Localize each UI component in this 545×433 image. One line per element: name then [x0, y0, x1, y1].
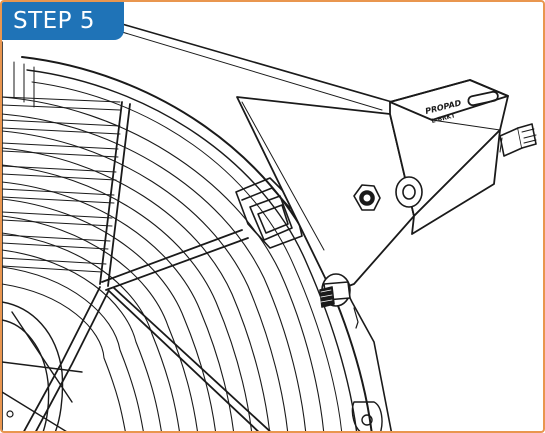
guard-spokes — [23, 101, 271, 431]
fan-blades — [2, 301, 83, 431]
grille-rungs — [2, 61, 121, 273]
step-badge: STEP 5 — [2, 2, 124, 40]
shroud-stud-bolt — [319, 273, 359, 329]
l-bracket — [236, 79, 509, 293]
bracket-bolt — [499, 123, 537, 157]
hex-nut — [353, 184, 381, 211]
bottom-mounting-tab — [351, 401, 383, 431]
mounting-clip — [235, 177, 303, 249]
washer — [395, 176, 423, 208]
step-badge-label: STEP 5 — [13, 8, 95, 34]
